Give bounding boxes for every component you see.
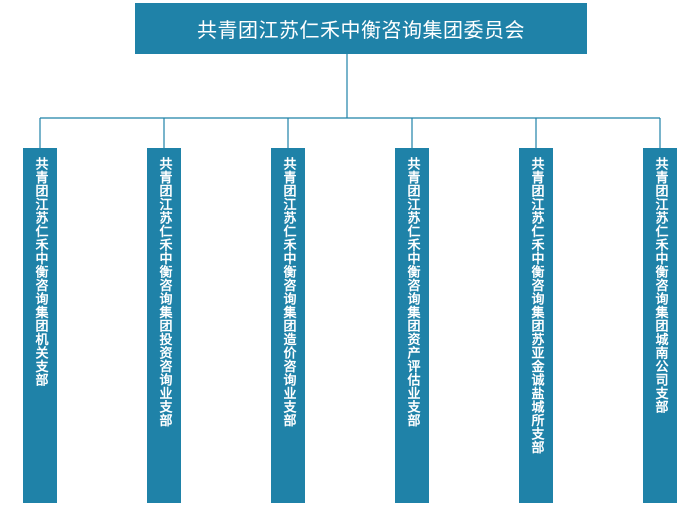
branch-node-label: 共青团江苏仁禾中衡咨询集团城南公司支部 (652, 157, 668, 414)
branch-node-1: 共青团江苏仁禾中衡咨询集团机关支部 (23, 148, 57, 503)
branch-node-6: 共青团江苏仁禾中衡咨询集团城南公司支部 (643, 148, 677, 503)
branch-node-label: 共青团江苏仁禾中衡咨询集团资产评估业支部 (404, 157, 420, 427)
branch-node-label: 共青团江苏仁禾中衡咨询集团投资咨询业支部 (156, 157, 172, 427)
branch-node-label: 共青团江苏仁禾中衡咨询集团苏亚金诚盐城所支部 (528, 157, 544, 454)
branch-node-2: 共青团江苏仁禾中衡咨询集团投资咨询业支部 (147, 148, 181, 503)
branch-node-label: 共青团江苏仁禾中衡咨询集团造价咨询业支部 (280, 157, 296, 427)
branch-node-5: 共青团江苏仁禾中衡咨询集团苏亚金诚盐城所支部 (519, 148, 553, 503)
root-node: 共青团江苏仁禾中衡咨询集团委员会 (135, 3, 587, 54)
root-node-label: 共青团江苏仁禾中衡咨询集团委员会 (197, 18, 525, 42)
branch-node-4: 共青团江苏仁禾中衡咨询集团资产评估业支部 (395, 148, 429, 503)
branch-node-3: 共青团江苏仁禾中衡咨询集团造价咨询业支部 (271, 148, 305, 503)
branch-node-label: 共青团江苏仁禾中衡咨询集团机关支部 (32, 157, 48, 387)
